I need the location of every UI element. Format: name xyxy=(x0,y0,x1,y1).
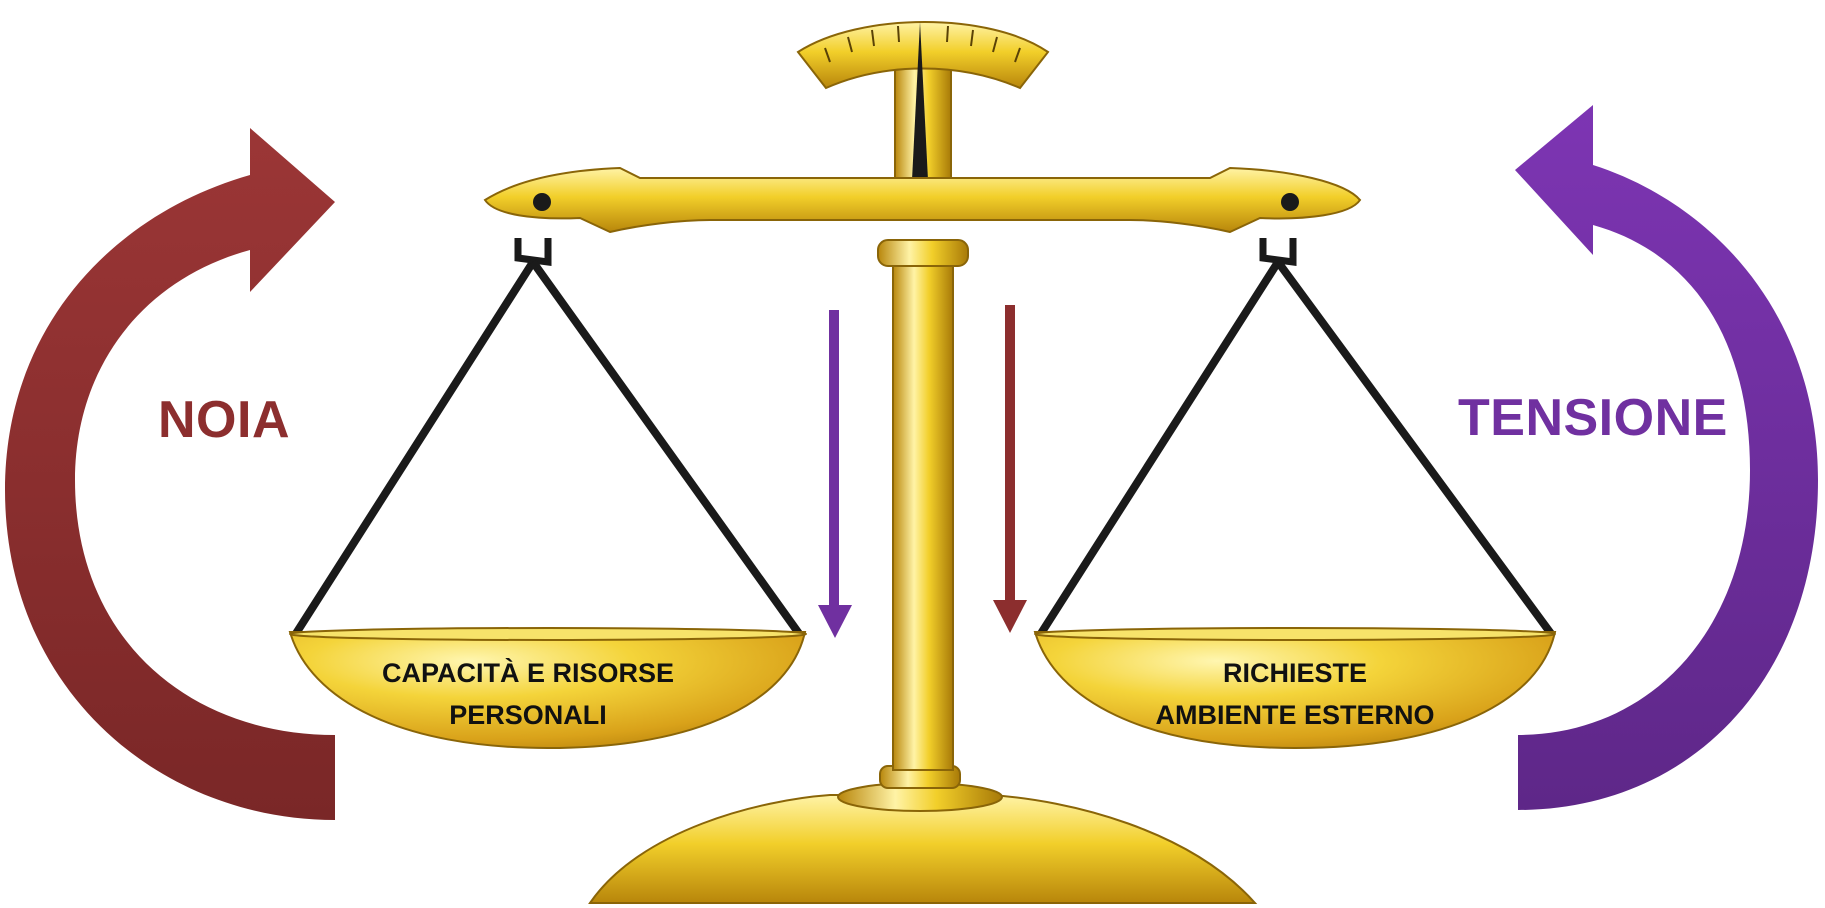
right-curved-arrow-icon xyxy=(1515,105,1818,810)
balance-scale-icon xyxy=(290,22,1555,903)
left-pan-label-line1: CAPACITÀ E RISORSE xyxy=(368,652,688,694)
left-curved-arrow-icon xyxy=(5,128,335,820)
right-pan-label: RICHIESTE AMBIENTE ESTERNO xyxy=(1135,652,1455,736)
center-left-down-arrow-icon xyxy=(818,310,852,638)
left-outcome-label: NOIA xyxy=(158,394,290,446)
right-pan-label-line1: RICHIESTE xyxy=(1135,652,1455,694)
left-pan-label: CAPACITÀ E RISORSE PERSONALI xyxy=(368,652,688,736)
left-pan-label-line2: PERSONALI xyxy=(368,694,688,736)
center-right-down-arrow-icon xyxy=(993,305,1027,633)
right-outcome-label: TENSIONE xyxy=(1458,392,1728,444)
right-pan-label-line2: AMBIENTE ESTERNO xyxy=(1135,694,1455,736)
